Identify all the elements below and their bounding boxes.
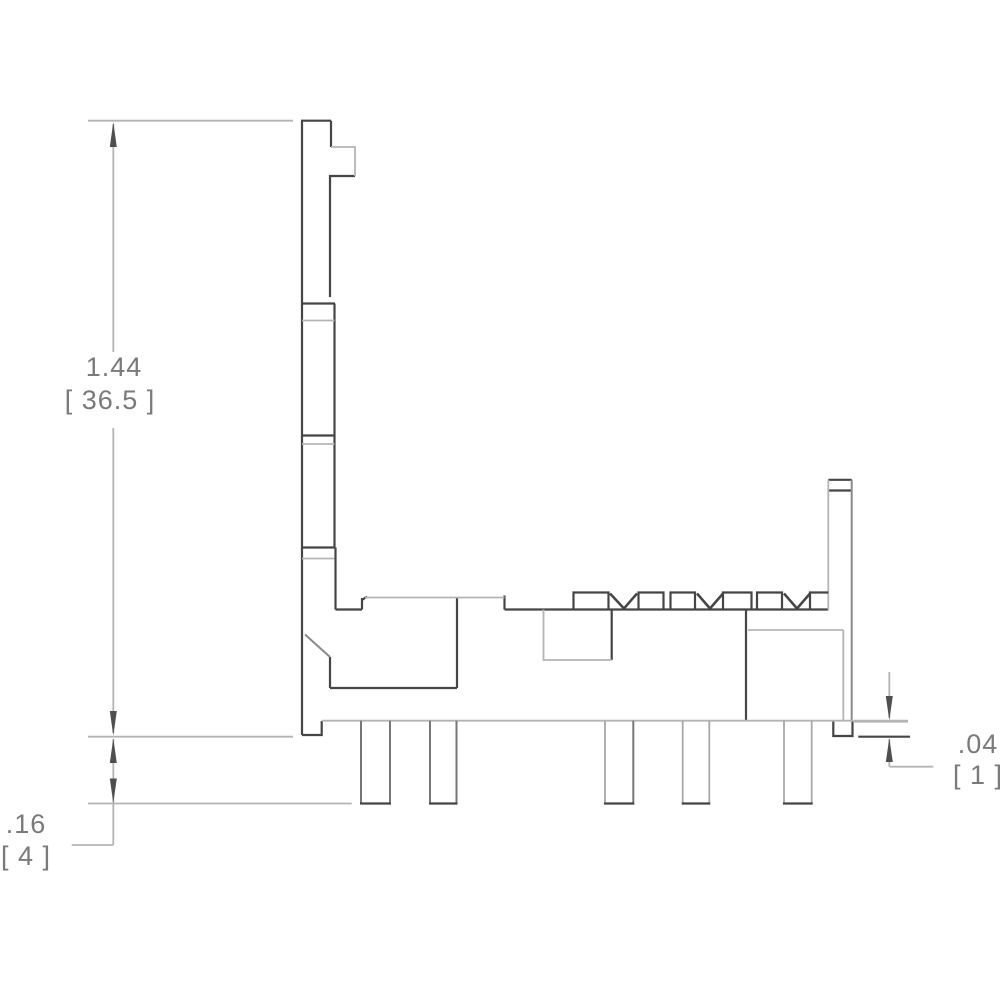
dim-standoff-inches-label: .04 bbox=[957, 729, 999, 759]
part-lines-light bbox=[302, 146, 908, 722]
dim-pin-length-inches-label: .16 bbox=[5, 809, 47, 839]
dim-pin-length-mm-label: [ 4 ] bbox=[0, 841, 52, 871]
dim-height-mm-label: [ 36.5 ] bbox=[64, 385, 156, 415]
contact-v-marks bbox=[609, 592, 811, 610]
contact-bumps bbox=[572, 591, 829, 610]
dim-standoff-mm-label: [ 1 ] bbox=[952, 760, 1000, 790]
part-outline-dark bbox=[300, 119, 854, 738]
dimension-arrows bbox=[109, 122, 893, 803]
dimension-lines bbox=[71, 119, 934, 846]
pin-sides bbox=[360, 720, 813, 803]
part-lines-medium bbox=[304, 479, 853, 721]
dim-height-inches-label: 1.44 bbox=[85, 352, 143, 382]
